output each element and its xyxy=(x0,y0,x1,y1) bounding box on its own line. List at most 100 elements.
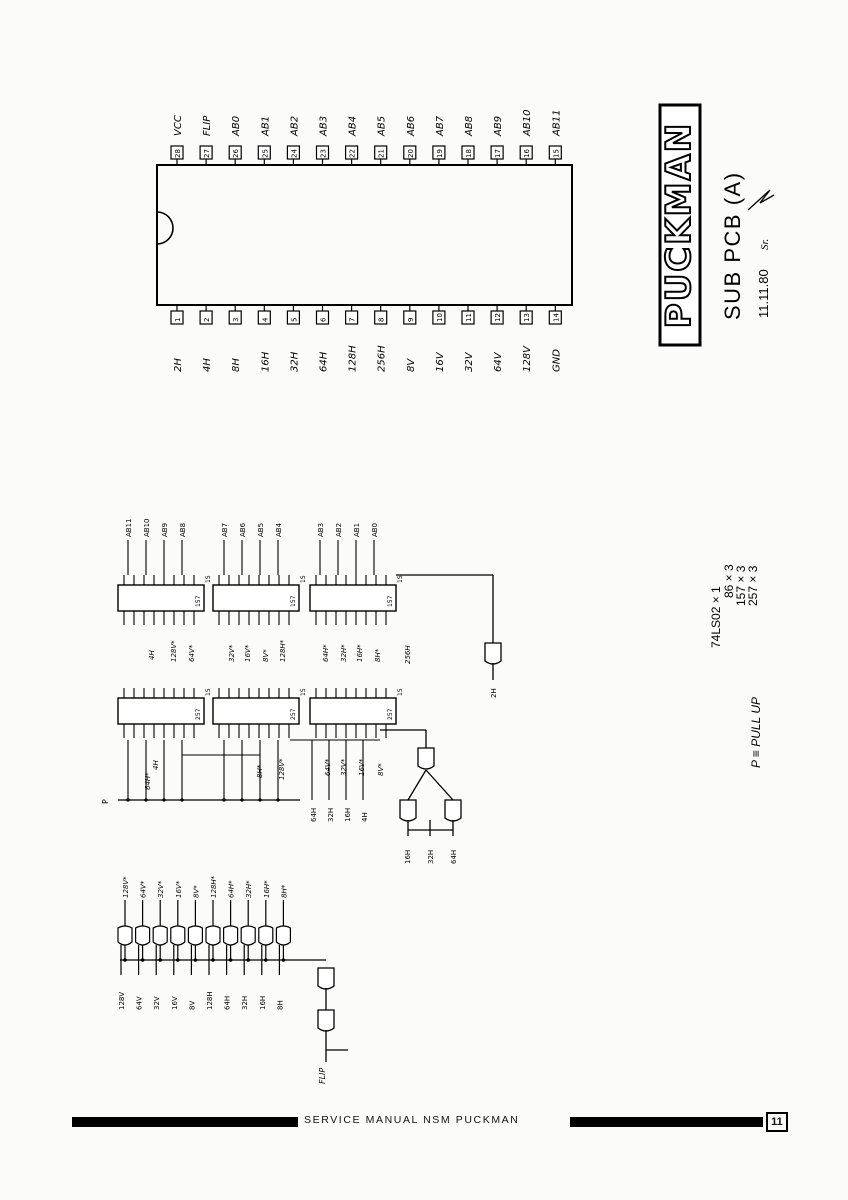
xor-gate xyxy=(205,925,221,946)
ic-pin-box xyxy=(170,310,184,325)
mux-output-label: AB3 xyxy=(317,523,325,537)
ic-pin-box xyxy=(403,310,417,325)
ic-pin-label: AB7 xyxy=(435,115,446,137)
mux-output-label: AB0 xyxy=(371,523,379,537)
ic-pin-label: 64H xyxy=(319,351,330,372)
ic-pin-label: 256H xyxy=(377,345,388,372)
mux-chip xyxy=(212,697,300,725)
ic-pin-number: 21 xyxy=(378,149,386,158)
ic-pin-box xyxy=(345,145,359,160)
mux-chip-name: 157 xyxy=(387,595,394,607)
mux-input-label: 64V* xyxy=(324,758,332,776)
mux-output-label: AB11 xyxy=(125,519,133,538)
ic-pin-number: 10 xyxy=(436,313,444,322)
xor-input-label: 8H xyxy=(276,1000,284,1010)
mux-input-label: 128V* xyxy=(278,758,286,780)
mux-chip-name: 157 xyxy=(195,595,202,607)
mux-pin15-label: 15 xyxy=(397,575,404,583)
ic-pin-label: 8H xyxy=(231,358,242,372)
ic-pin-box xyxy=(315,145,330,160)
mux-input-label: 64H* xyxy=(144,772,152,790)
ic-pin-box xyxy=(461,145,475,160)
xor-input-label: 16H xyxy=(259,996,267,1010)
ic-pin-box xyxy=(374,310,388,325)
nor-input-32h: 32H xyxy=(427,850,435,864)
parts-line-2: 86 × 3 xyxy=(722,564,736,598)
xor-gate xyxy=(240,925,256,946)
title-block: PUCKMAN SUB PCB (A) 11.11.80 Sr. xyxy=(658,103,775,347)
mux-output-label: AB7 xyxy=(221,523,229,537)
ic-pin-box xyxy=(374,145,388,160)
mux-output-label: AB9 xyxy=(161,523,169,537)
ic-pin-label: AB0 xyxy=(231,116,242,137)
ic-pin-box xyxy=(519,310,533,325)
ic-pin-label: FLIP xyxy=(202,115,213,136)
ic-pin-number: 7 xyxy=(349,318,357,322)
ic-pin-box xyxy=(548,310,562,325)
xor-gate xyxy=(275,925,291,946)
ic-pin-box xyxy=(286,310,300,325)
nand-network: 16H 32H 64H xyxy=(380,729,462,864)
mux-chip xyxy=(117,584,205,612)
xor-gate xyxy=(223,925,239,946)
xor-output-label: 32H* xyxy=(245,880,253,898)
xor-output-label: 32V* xyxy=(157,880,165,898)
ic-pin-label: AB10 xyxy=(522,110,533,137)
ic-pin-number: 28 xyxy=(174,149,182,158)
ic-pin-label: 32V xyxy=(464,351,475,372)
ic-pin-box xyxy=(315,310,330,325)
mux-pin15-label: 15 xyxy=(300,575,307,583)
mux-chip xyxy=(309,584,397,612)
nor-input-16h: 16H xyxy=(404,850,412,864)
ic-pin-box xyxy=(548,145,562,160)
parts-line-1: 74LS02 × 1 xyxy=(709,586,723,648)
ic-pin-label: VCC xyxy=(173,115,184,136)
ic-pin-label: 4H xyxy=(202,358,213,372)
clock-inverter: 2H xyxy=(396,574,502,698)
ic-pin-number: 4 xyxy=(261,317,269,322)
ic-pin-label: 128H xyxy=(348,345,359,372)
ic-pin-box xyxy=(199,145,213,160)
ic-pin-label: 32H xyxy=(289,351,300,372)
xor-output-label: 16V* xyxy=(175,880,183,898)
page-footer: SERVICE MANUAL NSM PUCKMAN 11 xyxy=(0,1108,848,1138)
ic-pin-number: 9 xyxy=(407,318,415,322)
ic-pin-box xyxy=(228,310,242,325)
xor-gate xyxy=(170,925,186,946)
ic-pin-box xyxy=(199,310,213,325)
nor-input-64h: 64H xyxy=(450,850,458,864)
mux-output-label: AB1 xyxy=(353,523,361,537)
ic-pin-label: 128V xyxy=(522,345,533,372)
xor-input-label: 32V xyxy=(153,996,161,1010)
ic-pin-number: 22 xyxy=(349,149,357,158)
xor-input-label: 64V xyxy=(136,996,144,1010)
ic-pin-box xyxy=(257,145,271,160)
clock-label: 2H xyxy=(490,688,498,698)
xor-output-label: 8H* xyxy=(280,884,288,898)
signature xyxy=(747,189,775,211)
ic-pin-box xyxy=(403,145,417,160)
xor-input-label: 64H xyxy=(224,996,232,1010)
mux-chip xyxy=(117,697,205,725)
xor-output-label: 128V* xyxy=(122,876,130,898)
ic-pin-box xyxy=(228,145,242,160)
mux-input-label: 32V* xyxy=(228,644,236,662)
ic-pin-label: AB5 xyxy=(377,116,388,137)
ic-pin-number: 11 xyxy=(465,313,473,322)
board-name: SUB PCB (A) xyxy=(720,171,745,320)
mux-low-input-label: 4H xyxy=(361,812,369,822)
drawing-initials: Sr. xyxy=(759,239,771,250)
mux-pin15-label: 15 xyxy=(397,688,404,696)
xor-gate-array: 128V*128V64V*64V32V*32V16V*16V8V*8V128H*… xyxy=(117,875,291,1010)
ic-pin-number: 17 xyxy=(494,149,502,158)
ic-pin-number: 3 xyxy=(232,318,240,322)
mux-input-label: 16V* xyxy=(358,758,366,776)
mux-pin15-label: 15 xyxy=(205,688,212,696)
ic-pin-label: GND xyxy=(551,349,562,372)
xor-input-label: 128V xyxy=(118,992,126,1010)
mux-pin15-label: 15 xyxy=(205,575,212,583)
ic-pin-label: 16V xyxy=(435,351,446,372)
ic-pin-number: 18 xyxy=(465,149,473,158)
ic-pin-label: AB3 xyxy=(319,116,330,137)
